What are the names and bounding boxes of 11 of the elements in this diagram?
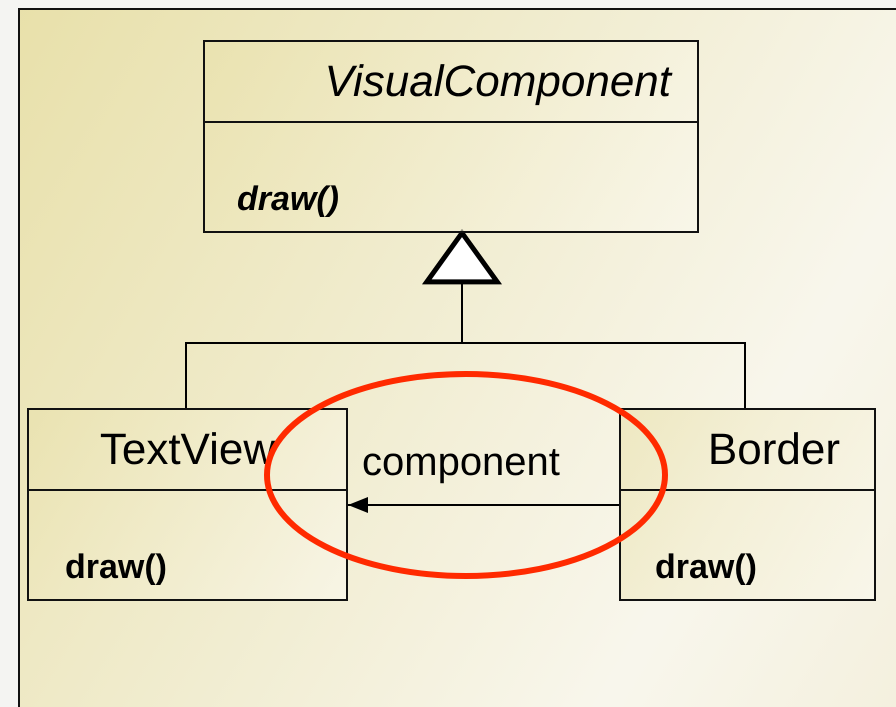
- class-box: [619, 408, 876, 601]
- association-arrow: [348, 497, 619, 513]
- inheritance-arrow: [424, 230, 746, 408]
- method-name: draw(): [65, 548, 167, 587]
- class-name: Border: [708, 424, 840, 474]
- class-name: VisualComponent: [324, 56, 671, 106]
- method-name: draw(): [655, 548, 757, 587]
- method-name: draw(): [237, 180, 339, 219]
- edge-label: component: [362, 440, 560, 485]
- class-box: [27, 408, 348, 601]
- class-box: [203, 40, 699, 233]
